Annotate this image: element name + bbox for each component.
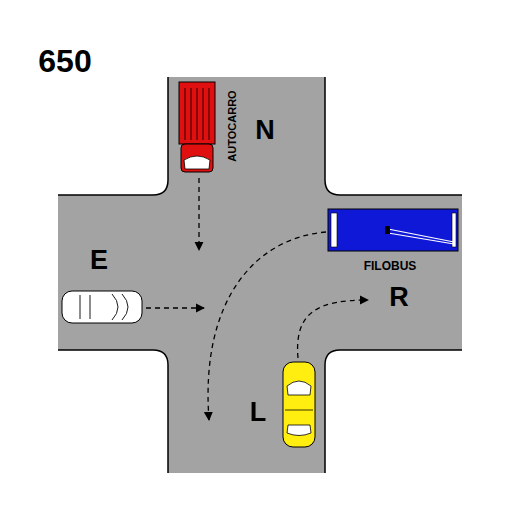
yellow-car: [283, 362, 315, 447]
vehicle-name: FILOBUS: [364, 260, 417, 272]
white-car: [62, 291, 142, 323]
truck-path: [198, 178, 199, 250]
vehicle-name: AUTOCARRO: [227, 90, 238, 161]
direction-letter: E: [90, 247, 108, 274]
curb-lines: [58, 77, 462, 473]
bus-path: [208, 232, 326, 420]
yellow-car-path: [298, 300, 368, 358]
trolleybus: [328, 209, 458, 251]
car-path: [146, 307, 204, 308]
direction-letter: R: [389, 284, 409, 311]
road-surface: [58, 77, 462, 473]
direction-letter: L: [250, 399, 267, 426]
direction-letter: N: [255, 117, 275, 144]
question-number: 650: [38, 45, 91, 77]
truck: [179, 82, 215, 172]
